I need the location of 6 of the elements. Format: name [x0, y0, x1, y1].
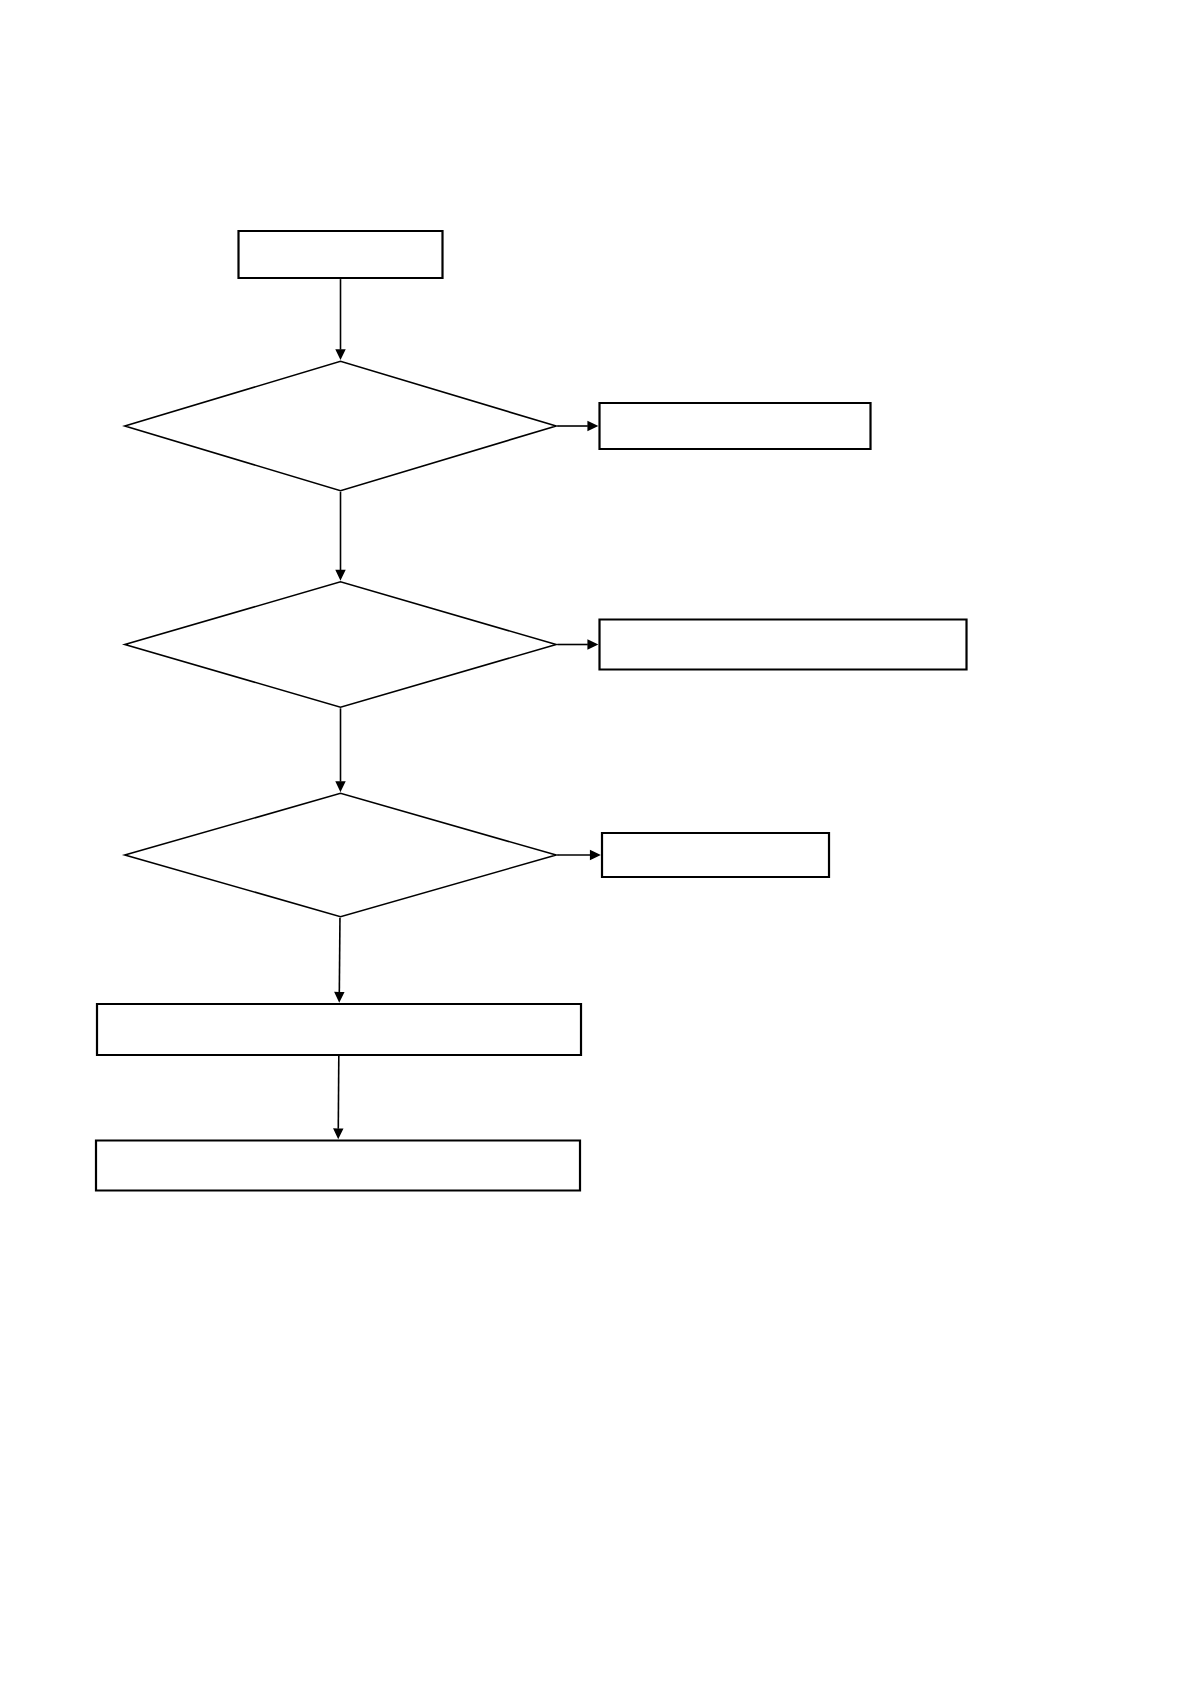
process-box	[237, 229, 444, 280]
process-box	[95, 1002, 583, 1057]
process-box	[94, 1139, 582, 1192]
process-box	[598, 618, 968, 671]
process-box	[600, 831, 831, 879]
process-box	[598, 401, 872, 451]
